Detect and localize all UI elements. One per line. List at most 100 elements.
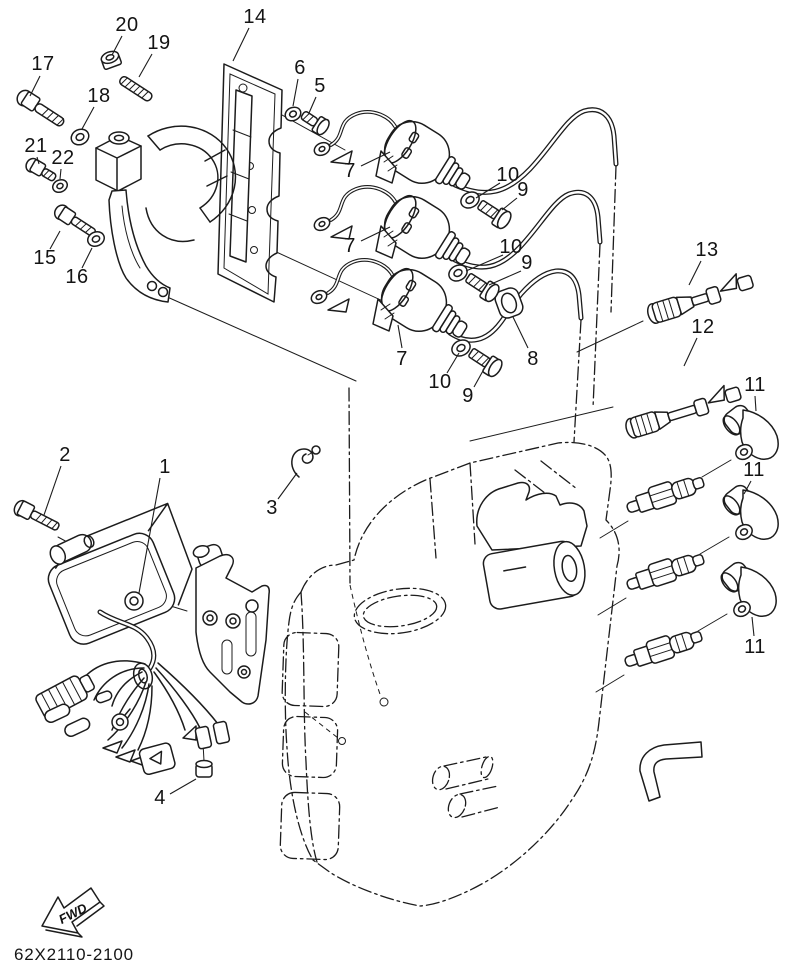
callout-3-28: 3 [266, 497, 278, 519]
engine-lower-bracket [639, 741, 703, 802]
ignition-coil-1 [310, 110, 484, 209]
engine-mount-details [476, 481, 703, 802]
fasteners [16, 50, 330, 248]
starter-motor [482, 540, 586, 610]
spark-plug-3 [620, 624, 706, 673]
callout-20-0: 20 [115, 14, 139, 36]
callout-2-27: 2 [59, 444, 71, 466]
leader-7-17 [397, 324, 403, 349]
leader-11-24 [743, 480, 752, 495]
coil-washer-bolt-1 [457, 188, 515, 232]
wire-grommet [494, 287, 524, 319]
leader-10-12 [475, 182, 501, 199]
callout-14-2: 14 [243, 6, 267, 28]
center-bracket [192, 543, 270, 705]
bullet-terminal [95, 690, 113, 704]
leader-5-6 [308, 96, 317, 114]
bullet-terminal [44, 703, 71, 723]
leader-4-29 [169, 778, 197, 795]
part-code: 62X2110-2100 [14, 945, 134, 964]
leader-11-25 [751, 616, 755, 637]
callout-4-29: 4 [154, 787, 166, 809]
bolt-21 [25, 157, 57, 182]
callout-7-11: 7 [344, 160, 356, 182]
callout-9-19: 9 [462, 385, 474, 407]
callout-16-10: 16 [65, 266, 89, 288]
harness-connector-housing [138, 742, 176, 776]
engine-block-outline [279, 441, 620, 907]
clip-3 [291, 445, 321, 478]
plug-boot-1 [718, 401, 779, 464]
leader-11-23 [754, 395, 757, 412]
wire-end-arrow [102, 740, 123, 754]
washer-22 [51, 178, 69, 194]
bolt-17 [16, 89, 65, 127]
bullet-terminal [64, 717, 91, 737]
callout-13-21: 13 [695, 239, 719, 261]
leader-8-20 [512, 316, 529, 349]
callout-12-22: 12 [691, 316, 715, 338]
callout-10-18: 10 [428, 371, 452, 393]
callout-7-17: 7 [396, 348, 408, 370]
leader-15-9 [49, 230, 61, 250]
coil-washer-bolt-3 [448, 336, 506, 380]
callout-6-5: 6 [294, 57, 306, 79]
plug-boot-2 [718, 481, 779, 544]
callout-10-12: 10 [496, 164, 520, 186]
leader-12-22 [683, 337, 698, 367]
fwd-arrow: FWD [41, 887, 105, 938]
leader-6-5 [292, 78, 299, 107]
callout-15-9: 15 [33, 247, 57, 269]
callout-leader-lines [29, 27, 757, 795]
leader-16-10 [81, 247, 93, 269]
wire-end-arrow [115, 749, 136, 763]
cdi-mount-boss [49, 533, 95, 565]
leader-18-4 [81, 106, 95, 130]
bolt-5 [300, 111, 330, 136]
leader-21-7 [36, 156, 40, 165]
callout-18-4: 18 [87, 85, 111, 107]
callout-11-25: 11 [744, 636, 766, 658]
callout-1-26: 1 [159, 456, 171, 478]
callout-22-8: 22 [51, 147, 75, 169]
washer-6 [284, 106, 302, 122]
bolt-15 [53, 204, 97, 237]
spark-plug-2 [622, 547, 708, 596]
exploded-axis-lines [57, 99, 732, 762]
leader-19-1 [138, 53, 153, 78]
plug-cap-assembly-13 [646, 273, 754, 325]
cap-4 [195, 759, 213, 778]
spark-plug-wires [447, 107, 619, 443]
wiring-harness [35, 609, 231, 778]
leader-10-18 [446, 352, 460, 374]
callout-5-6: 5 [314, 75, 326, 97]
plug-boot-3 [716, 558, 777, 621]
leader-22-8 [59, 168, 62, 180]
leader-2-27 [43, 465, 62, 516]
leader-17-3 [29, 75, 41, 97]
callout-17-3: 17 [31, 53, 55, 75]
terminal [212, 720, 231, 745]
leader-9-19 [473, 368, 485, 388]
bolt-2 [13, 499, 60, 531]
leader-9-13 [501, 197, 518, 211]
callout-7-14: 7 [344, 235, 356, 257]
callout-10-15: 10 [499, 236, 523, 258]
callout-11-24: 11 [743, 459, 765, 481]
leader-14-2 [232, 27, 250, 62]
leader-7-11 [360, 151, 391, 167]
leader-9-16 [488, 270, 522, 286]
bracket-mount-reference-lines [304, 387, 389, 745]
callout-11-23: 11 [744, 374, 766, 396]
washer-18 [70, 128, 90, 146]
leader-1-26 [138, 477, 161, 594]
callout-21-7: 21 [24, 135, 48, 157]
spark-plug-1 [622, 470, 708, 519]
ring-terminal [111, 713, 129, 731]
leader-13-21 [688, 260, 702, 286]
cdi-unit [47, 502, 193, 645]
callout-8-20: 8 [527, 348, 539, 370]
callout-19-1: 19 [147, 32, 171, 54]
